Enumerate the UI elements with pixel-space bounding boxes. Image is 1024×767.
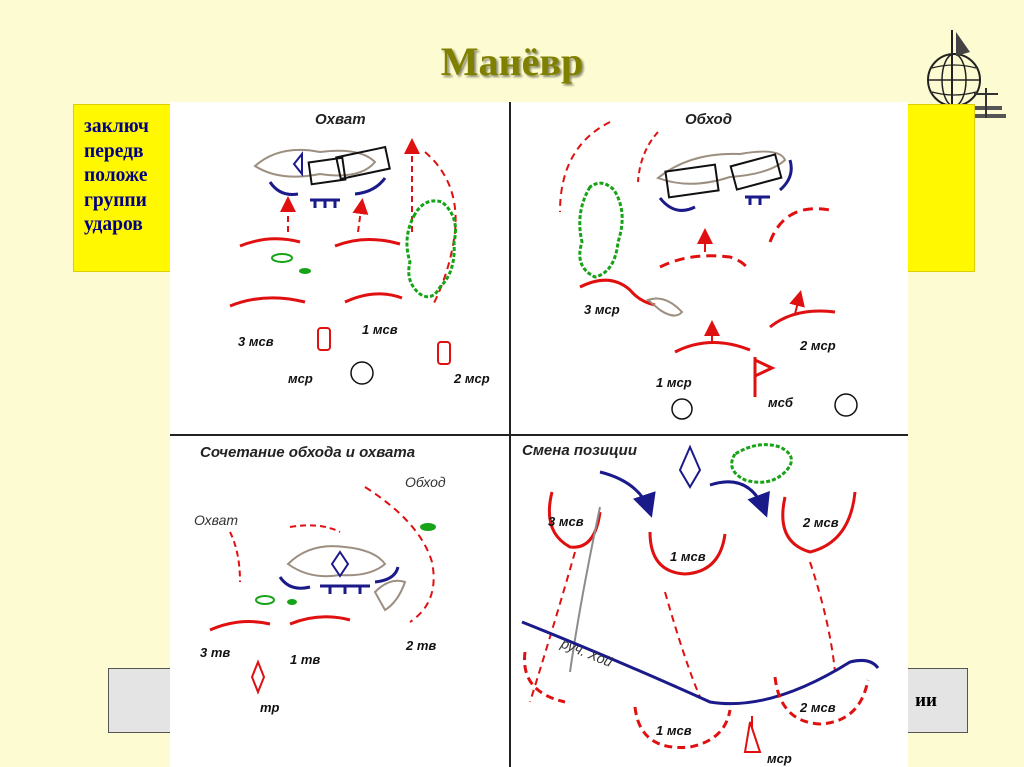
platoon-position (648, 531, 727, 576)
panel-title-bypass: Обход (685, 111, 732, 128)
terrain-feature (373, 579, 407, 612)
panel-envelopment: Охват 3 мсв 1 мсв мср 2 мср (229, 111, 490, 386)
movement-route (529, 551, 576, 703)
enemy-strongpoint (729, 153, 783, 191)
friendly-front-line (239, 237, 401, 248)
unit-label: 3 мсв (238, 334, 274, 349)
enemy-area-outline (253, 148, 377, 178)
forest-icon (405, 199, 457, 299)
panel-title-envelopment: Охват (315, 111, 366, 128)
enemy-unit-icon (678, 444, 702, 489)
enemy-area-outline (656, 150, 787, 185)
friendly-front-line (229, 292, 403, 308)
stream-line (521, 620, 880, 706)
unit-label: мср (767, 751, 792, 766)
unit-label: 2 мср (799, 338, 836, 353)
definition-line: передв (84, 140, 144, 162)
new-position (633, 706, 732, 749)
route-label: Обход (405, 474, 446, 490)
enemy-advance-arrow (709, 480, 770, 518)
enemy-strongpoint (664, 163, 720, 199)
unit-label: 2 мсв (802, 515, 839, 530)
unit-label: 2 тв (405, 638, 436, 653)
unit-label: мсб (768, 395, 794, 410)
friendly-front-line (579, 278, 656, 307)
stream-label: руч. Хой (558, 635, 615, 670)
envelopment-route (424, 151, 457, 308)
enemy-area-outline (286, 545, 387, 578)
forest-icon (578, 181, 624, 279)
definition-line: заключ (84, 116, 149, 137)
terrain-feature (646, 297, 684, 317)
unit-label: 3 мсв (548, 514, 584, 529)
shrub-icon (287, 599, 297, 605)
footer-text: ии (915, 690, 937, 711)
panel-title-reposition: Смена позиции (522, 442, 637, 459)
unit-label: 1 мср (656, 375, 692, 390)
mortar-symbol-icon (834, 393, 858, 417)
maneuver-diagram: Охват 3 мсв 1 мсв мср 2 мср Обход (170, 102, 908, 767)
bypass-route (637, 131, 659, 183)
unit-label: тр (260, 700, 280, 715)
platoon-position (781, 491, 857, 554)
unit-label: 1 мсв (362, 322, 398, 337)
enemy-unit-icon (292, 151, 303, 177)
panel-bypass: Обход 3 мср 2 мср 1 мср мсб (559, 111, 858, 420)
movement-route (809, 561, 836, 673)
enemy-strongpoint (335, 145, 391, 181)
commander-symbol-icon (671, 398, 693, 420)
unit-label: 2 мсв (799, 700, 836, 715)
bypass-route (364, 486, 435, 623)
panel-title-combined: Сочетание обхода и охвата (200, 444, 415, 461)
route-label: Охват (194, 512, 238, 528)
tank-unit-icon (250, 659, 266, 695)
movement-route (664, 591, 701, 698)
bypass-route (559, 121, 611, 213)
panel-reposition: Смена позиции 3 мсв 1 мсв 2 мсв руч. Хой… (521, 442, 880, 766)
forest-icon (730, 443, 793, 484)
friendly-front-line (659, 254, 750, 271)
attack-arrow (352, 198, 369, 233)
unit-label: 2 мср (453, 371, 490, 386)
unit-label: мср (288, 371, 313, 386)
slide-title: Манёвр (440, 39, 584, 84)
enemy-defense-line (658, 159, 793, 212)
maneuver-diagram-svg: Охват 3 мсв 1 мсв мср 2 мср Обход (170, 102, 908, 767)
envelopment-route (289, 524, 341, 533)
shrub-icon (255, 595, 275, 605)
road (569, 506, 601, 673)
friendly-front-line (209, 615, 351, 632)
friendly-front-line (674, 340, 751, 354)
enemy-advance-arrow (599, 470, 656, 518)
mortar-symbol-icon (350, 361, 374, 385)
shrub-icon (420, 523, 436, 531)
enemy-strongpoint (307, 156, 347, 186)
new-position (773, 676, 870, 726)
artillery-icon (437, 341, 451, 365)
unit-label: 1 мсв (656, 723, 692, 738)
unit-label: 3 мср (584, 302, 620, 317)
enemy-defense-line (278, 566, 400, 594)
unit-label: 1 тв (290, 652, 320, 667)
shrub-icon (271, 253, 293, 263)
battalion-flag-icon (753, 357, 776, 397)
artillery-icon (317, 327, 331, 351)
new-position (523, 651, 566, 704)
friendly-front-line (769, 309, 836, 329)
enemy-unit-icon (330, 550, 350, 578)
company-hq-icon (743, 716, 762, 753)
envelopment-route (229, 531, 241, 583)
friendly-front-line (768, 207, 831, 243)
panel-combined: Сочетание обхода и охвата Обход Охват 3 … (194, 444, 446, 715)
unit-label: 1 мсв (670, 549, 706, 564)
attack-arrow (789, 290, 805, 315)
enemy-defense-line (268, 177, 387, 208)
unit-label: 3 тв (200, 645, 230, 660)
shrub-icon (299, 268, 311, 274)
